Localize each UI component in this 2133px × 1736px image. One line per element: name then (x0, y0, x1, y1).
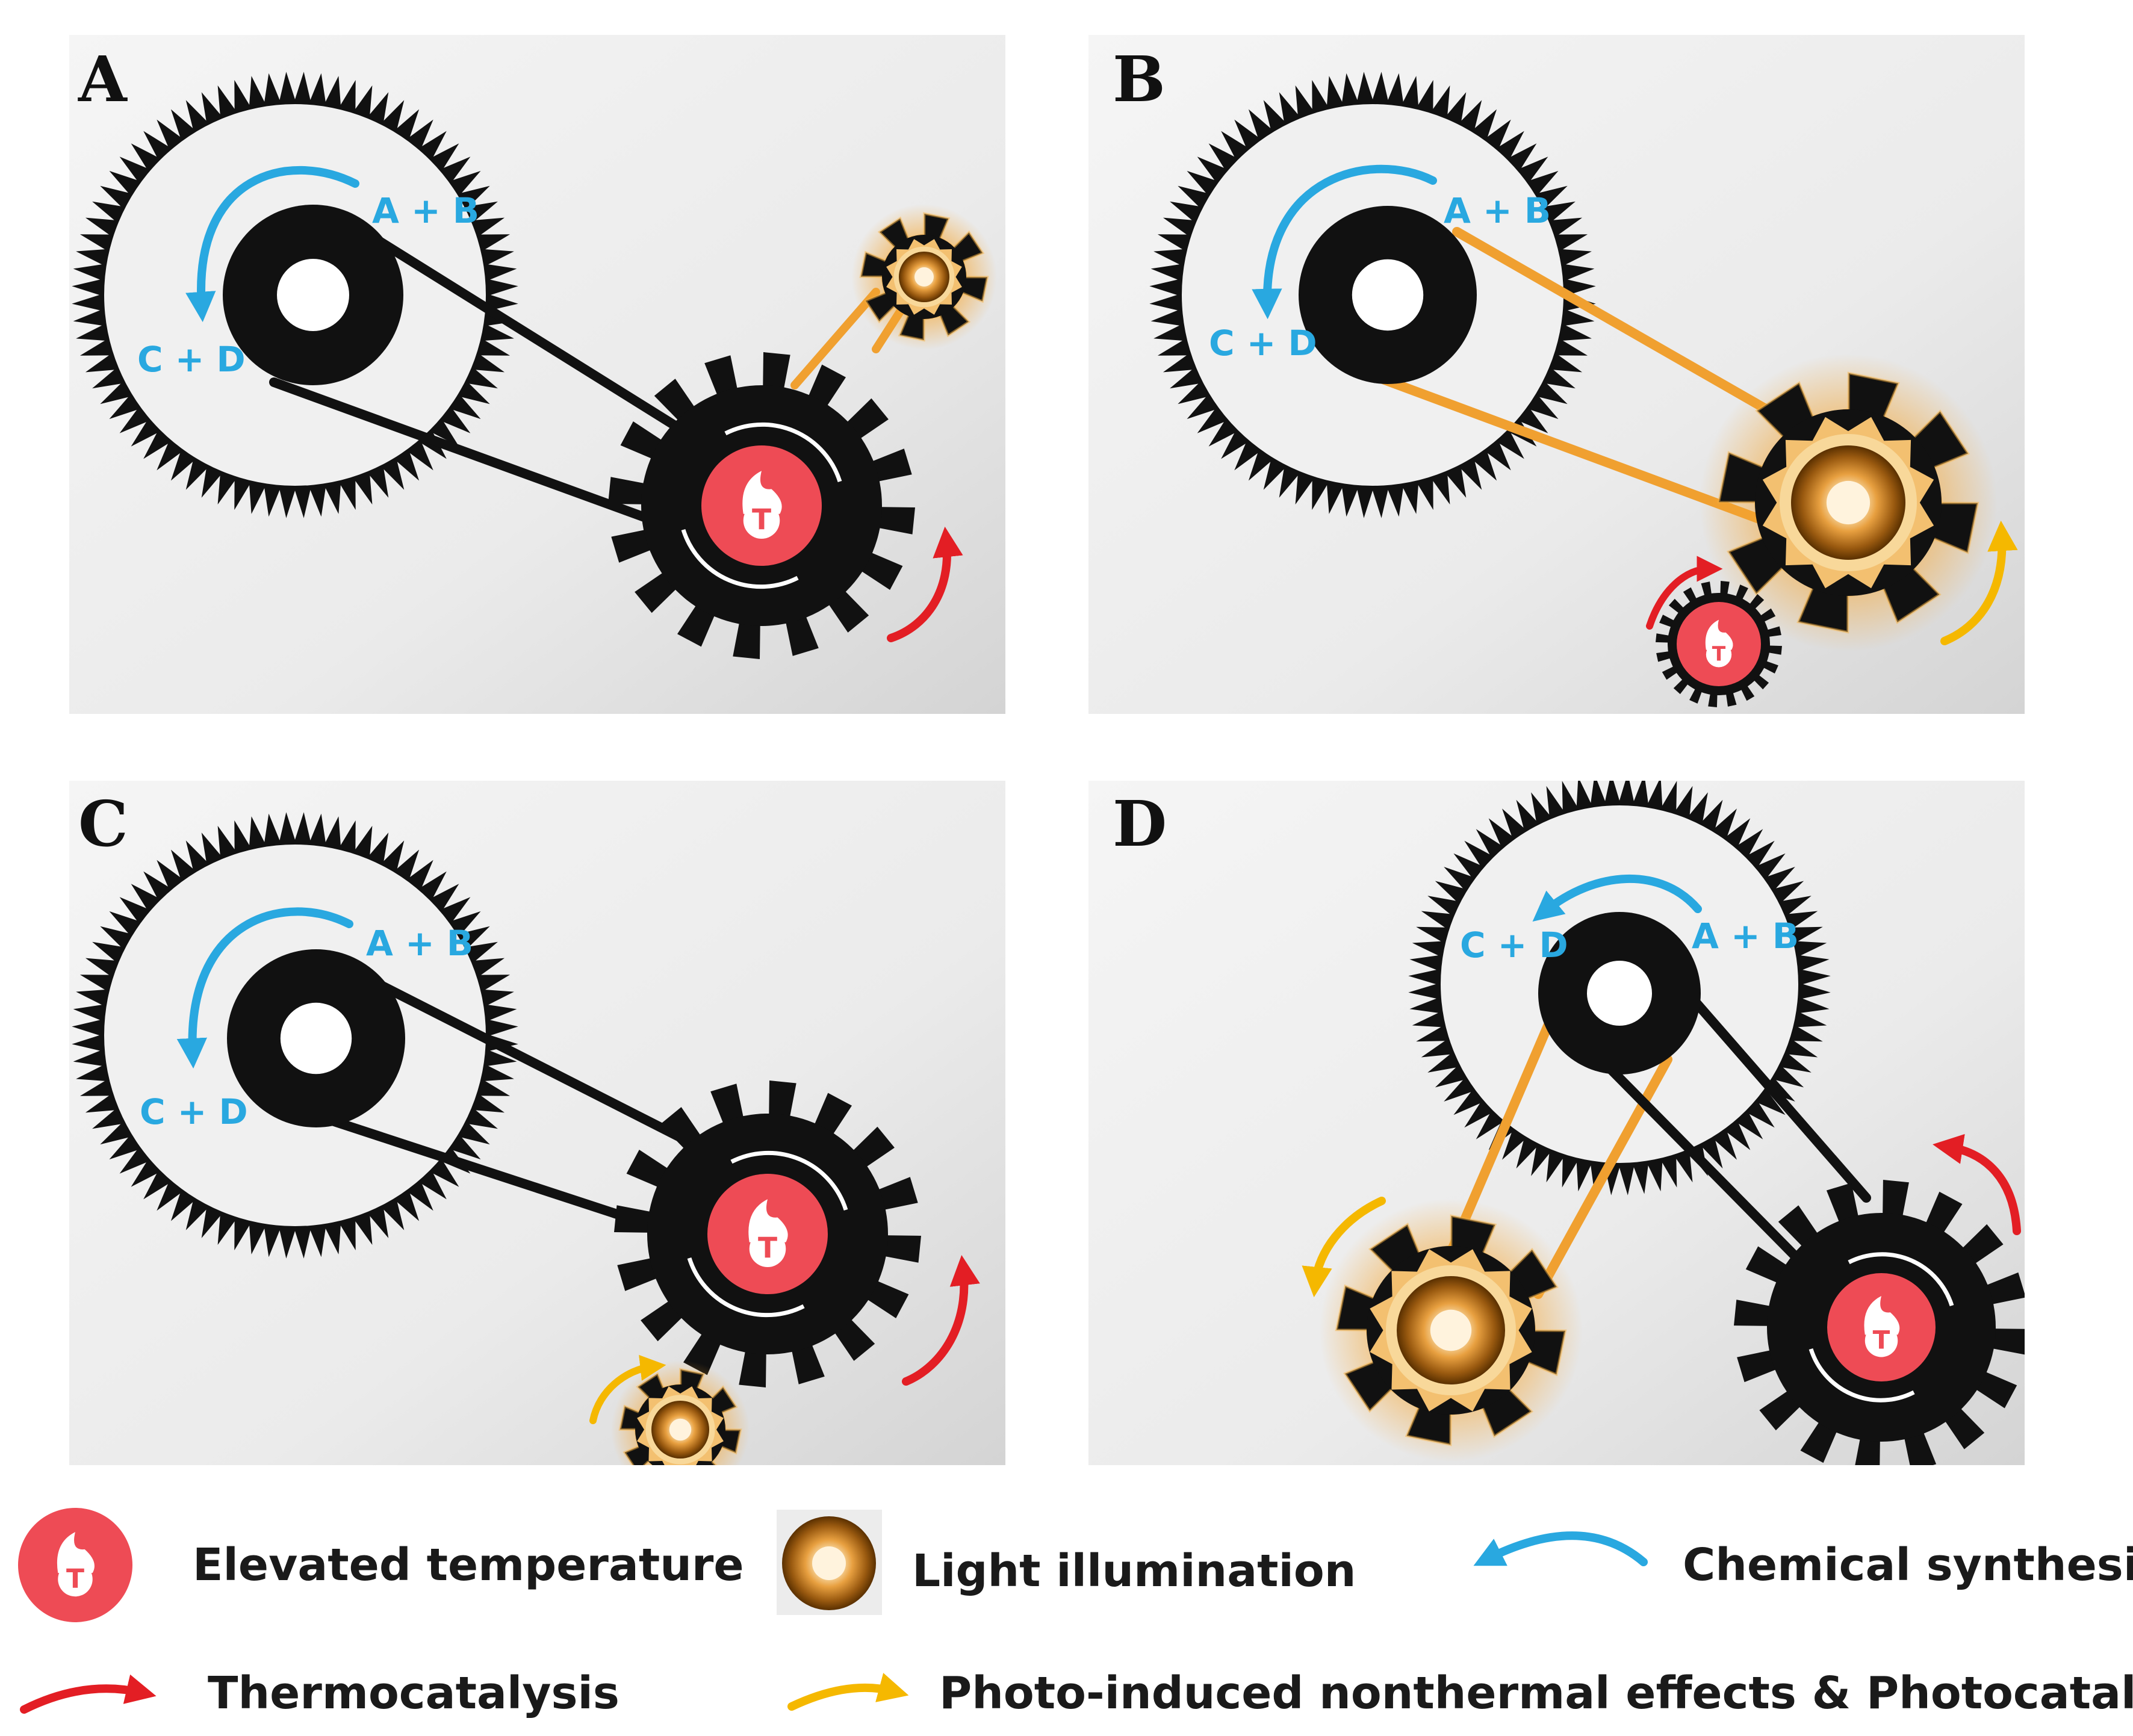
legend: T Elevated temperature Light illuminatio… (18, 1508, 2133, 1719)
panel-b-photo-arrow (1940, 520, 2018, 645)
panel-c-belt-lower (296, 1106, 673, 1236)
panel-d-reactant-label: A + B (1692, 916, 1799, 956)
panel-b: T (1149, 72, 2018, 707)
panel-d: T (1302, 781, 2025, 1465)
legend-heat-core: T (18, 1508, 132, 1622)
panel-c: T (72, 812, 980, 1465)
panel-a: T (72, 72, 997, 659)
svg-text:T: T (1712, 642, 1726, 666)
photo-effects-arrow-icon (787, 1673, 909, 1711)
panel-c-heat-gear-heat-core: T (707, 1174, 828, 1294)
panel-a-heat-gear: T (608, 352, 915, 659)
panel-d-letter: D (1113, 787, 1167, 861)
panel-c-belt-upper (350, 967, 721, 1161)
panel-b-light-gear (1699, 353, 1998, 652)
light-illumination-icon (777, 1510, 882, 1615)
panel-a-reactant-label: A + B (372, 190, 479, 231)
svg-text:T: T (758, 1232, 777, 1265)
svg-text:T: T (752, 504, 771, 537)
panel-a-belt-lower (269, 377, 667, 529)
panel-d-heat-gear: T (1734, 1180, 2025, 1465)
panel-d-product-label: C + D (1460, 925, 1568, 966)
legend-chemical-synthesis: Chemical synthesis (1683, 1539, 2133, 1591)
panel-d-chemical-arrow (1532, 875, 1702, 922)
panel-c-photo-arrow (589, 1354, 666, 1424)
panel-c-pulley (227, 949, 405, 1127)
panel-c-chemical-arrow (176, 907, 353, 1069)
legend-elevated-temperature: Elevated temperature (193, 1539, 744, 1591)
panel-d-light-gear (1319, 1198, 1583, 1462)
panel-c-light-gear (611, 1360, 750, 1465)
legend-thermocatalysis: Thermocatalysis (208, 1667, 619, 1719)
panel-b-letter: B (1113, 42, 1166, 116)
panel-d-heat-gear-heat-core: T (1827, 1273, 1936, 1381)
panel-b-belt-lower (1362, 368, 1769, 525)
elevated-temperature-icon: T (18, 1508, 132, 1622)
thermocatalysis-arrow-icon (20, 1674, 157, 1714)
panel-a-light-gear (851, 204, 997, 350)
panel-d-photo-arrow (1302, 1197, 1386, 1298)
svg-text:T: T (1873, 1325, 1890, 1355)
legend-photo-effects: Photo-induced nonthermal effects & Photo… (939, 1667, 2133, 1719)
panel-b-thermo-arrow (1646, 556, 1723, 630)
panel-d-pulley (1538, 912, 1701, 1074)
panel-a-pulley (223, 205, 403, 385)
panel-b-pulley (1299, 206, 1477, 384)
panel-c-thermo-arrow (902, 1254, 980, 1386)
panel-a-thermo-arrow (887, 526, 963, 642)
legend-light-illumination: Light illumination (912, 1545, 1356, 1597)
panel-b-heat-gear: T (1656, 581, 1782, 707)
panel-b-chemical-arrow (1252, 164, 1437, 320)
svg-text:T: T (66, 1564, 84, 1595)
panel-a-product-label: C + D (137, 339, 246, 380)
panel-b-heat-gear-heat-core: T (1677, 602, 1761, 686)
panel-a-belt-upper (359, 227, 721, 456)
panel-c-reactant-label: A + B (366, 923, 473, 964)
legend-light-center (812, 1546, 846, 1580)
panel-c-product-label: C + D (140, 1091, 248, 1132)
panel-a-chemical-arrow (185, 166, 359, 323)
chemical-synthesis-arrow-icon (1473, 1531, 1648, 1566)
panel-a-letter: A (78, 42, 128, 116)
panel-c-letter: C (78, 787, 128, 861)
panel-a-heat-gear-heat-core: T (701, 445, 822, 566)
panel-b-reactant-label: A + B (1444, 190, 1551, 231)
panel-b-product-label: C + D (1209, 323, 1317, 364)
panel-c-heat-gear: T (614, 1080, 921, 1387)
panel-d-thermo-arrow (1933, 1133, 2021, 1235)
